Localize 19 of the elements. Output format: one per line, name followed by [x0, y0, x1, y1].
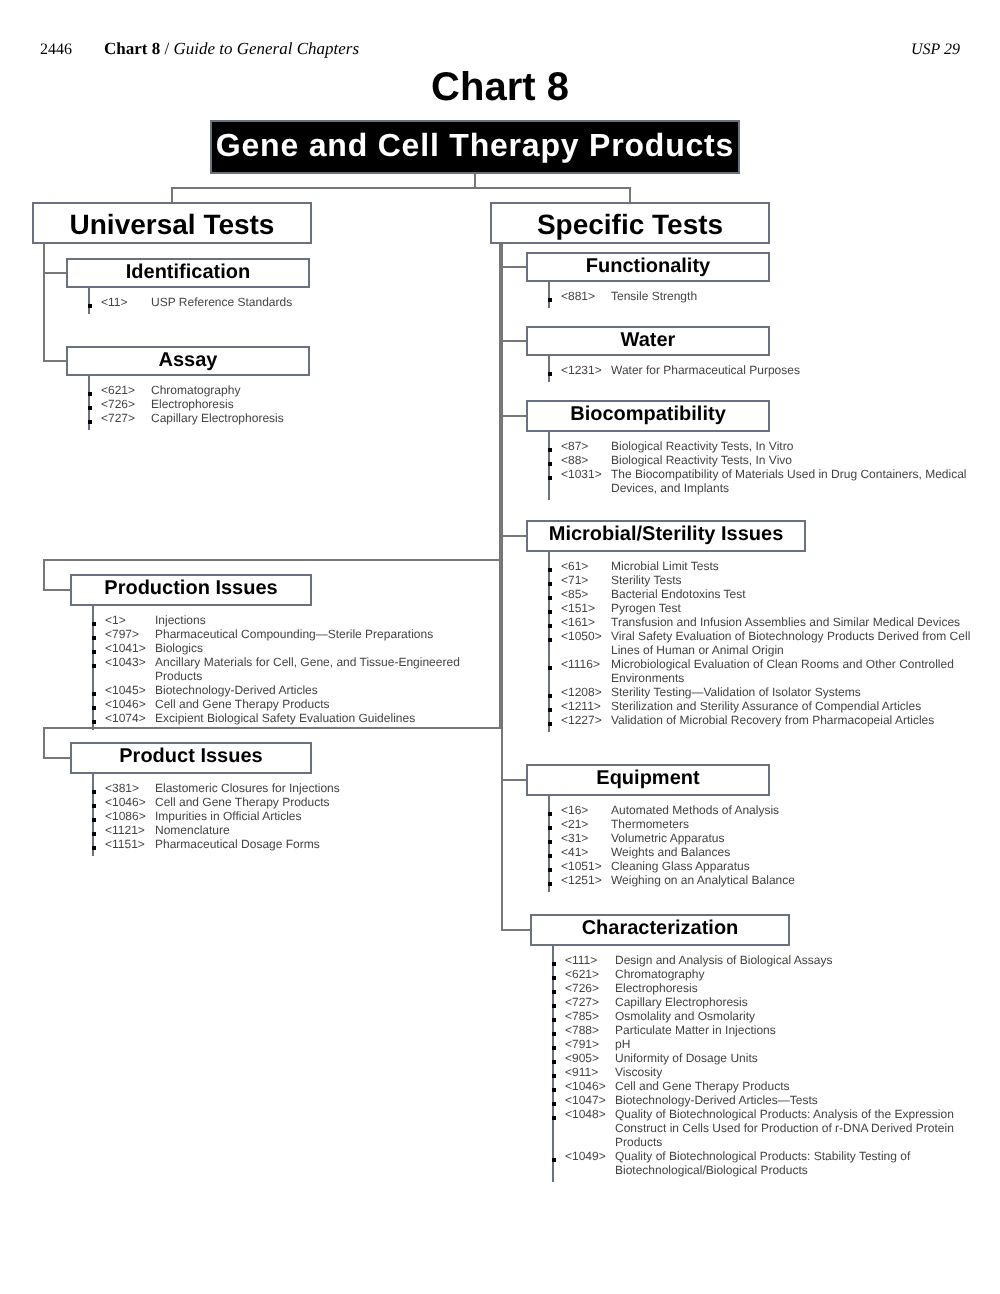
category-box: Functionality [526, 252, 770, 282]
category-box: Product Issues [70, 742, 312, 774]
category-box: Water [526, 326, 770, 356]
connector-line [43, 243, 67, 362]
category-box: Biocompatibility [526, 400, 770, 432]
title-banner: Gene and Cell Therapy Products [210, 120, 740, 174]
connector-line [474, 173, 631, 203]
chart-title: Chart 8 [429, 64, 571, 112]
category-box: Microbial/Sterility Issues [526, 520, 806, 552]
edition-label: USP 29 [910, 38, 960, 62]
category-box: Assay [66, 346, 310, 376]
running-head: Chart 8 / Guide to General Chapters [104, 36, 360, 62]
category-box: Production Issues [70, 574, 312, 606]
page-number: 2446 [40, 38, 72, 62]
category-box: Specific Tests [490, 202, 770, 244]
category-box: Equipment [526, 764, 770, 796]
category-box: Characterization [530, 914, 790, 946]
category-box: Universal Tests [32, 202, 312, 244]
category-box: Identification [66, 258, 310, 288]
